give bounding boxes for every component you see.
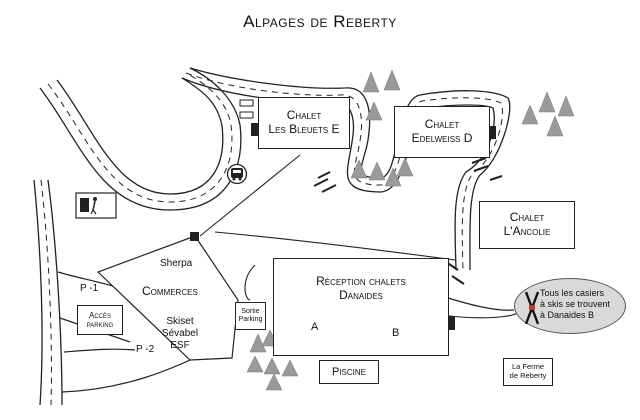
reception-line2: Danaides [339, 287, 383, 302]
chalet-ancolie-line1: Chalet [509, 210, 545, 225]
trash-bin-icon [75, 192, 117, 219]
piscine: Piscine [319, 360, 379, 384]
parking-exit-line2: Parking [238, 316, 263, 323]
chalet-bleuets-line1: Chalet [286, 108, 322, 123]
parking-level-p2: P -2 [136, 344, 155, 355]
left-road [33, 179, 63, 406]
parking-exit-line1: Sortie [241, 307, 260, 315]
footpaths [199, 154, 521, 319]
parking-access-line2: parking [86, 320, 114, 329]
parking-level-p1: P -1 [80, 283, 99, 294]
hatched-slope [313, 149, 503, 285]
chalet-bleuets-line2: Les Bleuets E [268, 122, 340, 136]
tree-icon [246, 69, 575, 391]
shop-sevabel: Sévabel [161, 328, 199, 339]
callout-text: Tous les casiers à skis se trouvent à Da… [540, 288, 624, 320]
parking-box [239, 99, 254, 107]
callout-line1: Tous les casiers [540, 288, 605, 298]
chalet-edelweiss-line1: Chalet [424, 117, 460, 132]
parking-access: Accès parking [77, 305, 123, 335]
left-road-centerline [40, 179, 52, 406]
parking-exit: Sortie Parking [235, 302, 266, 330]
shop-esf: ESF [170, 340, 190, 351]
callout-line3: à Danaides B [540, 309, 595, 320]
commerces-label: Commerces [142, 284, 198, 298]
map-title: Alpages de Reberty [243, 12, 397, 31]
reception-danaides: Réception chalets Danaides [273, 258, 449, 356]
parking-access-line1: Accès [88, 310, 111, 320]
zone-a-label: A [311, 321, 319, 333]
callout-line2: à skis se trouvent [540, 298, 611, 309]
ferme-line1: La Ferme [511, 362, 545, 372]
skis-icon [524, 291, 540, 325]
chalet-ancolie: Chalet L'Ancolie [479, 201, 575, 249]
entrance-markers [190, 123, 496, 330]
piscine-label: Piscine [331, 365, 366, 378]
ferme-reberty: La Ferme de Reberty [503, 358, 553, 386]
chalet-edelweiss: Chalet Edelweiss D [394, 106, 490, 158]
reception-line1: Réception chalets [316, 274, 406, 288]
ferme-line2: de Reberty [509, 371, 547, 380]
zone-b-label: B [392, 327, 400, 339]
parking-box [239, 111, 254, 119]
chalet-ancolie-line2: L'Ancolie [503, 224, 551, 238]
shop-skiset: Skiset [166, 316, 194, 327]
chalet-edelweiss-line2: Edelweiss D [411, 131, 473, 145]
chalet-bleuets: Chalet Les Bleuets E [258, 97, 350, 149]
bus-stop-icon [226, 163, 248, 185]
shop-sherpa: Sherpa [160, 258, 193, 269]
